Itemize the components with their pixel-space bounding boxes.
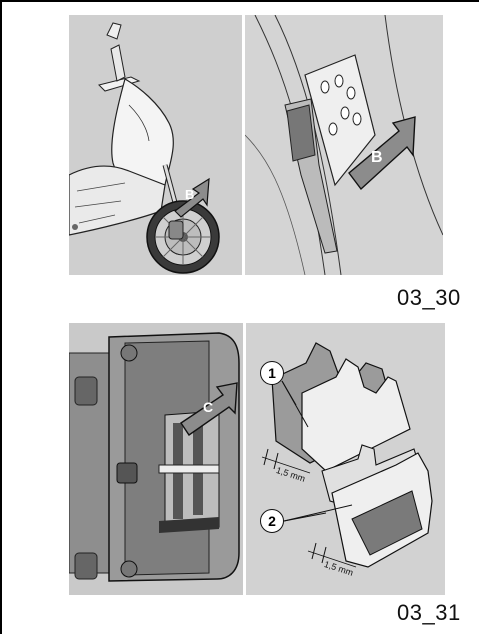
figure-label: 03_30 — [397, 285, 461, 311]
callout-letter: B — [185, 187, 194, 202]
figure-label: 03_31 — [397, 600, 461, 626]
brake-pads-panel: 1 2 1,5 mm 1,5 mm — [246, 323, 445, 595]
item-number: 2 — [268, 513, 276, 529]
item-number-2-circle: 2 — [260, 509, 284, 533]
callout-letter: C — [203, 399, 213, 415]
scooter-panel: B — [69, 15, 242, 275]
caliper-illustration — [69, 323, 243, 595]
scooter-illustration — [69, 15, 242, 275]
callout-letter: B — [371, 149, 383, 167]
closeup-panel: B — [245, 15, 443, 275]
callout-arrow-b: B — [169, 175, 213, 219]
item-number-1-circle: 1 — [260, 361, 284, 385]
callout-arrow-c: C — [177, 379, 243, 439]
item-number: 1 — [268, 365, 276, 381]
callout-arrow-b-large: B — [341, 111, 421, 197]
caliper-panel: C — [69, 323, 243, 595]
